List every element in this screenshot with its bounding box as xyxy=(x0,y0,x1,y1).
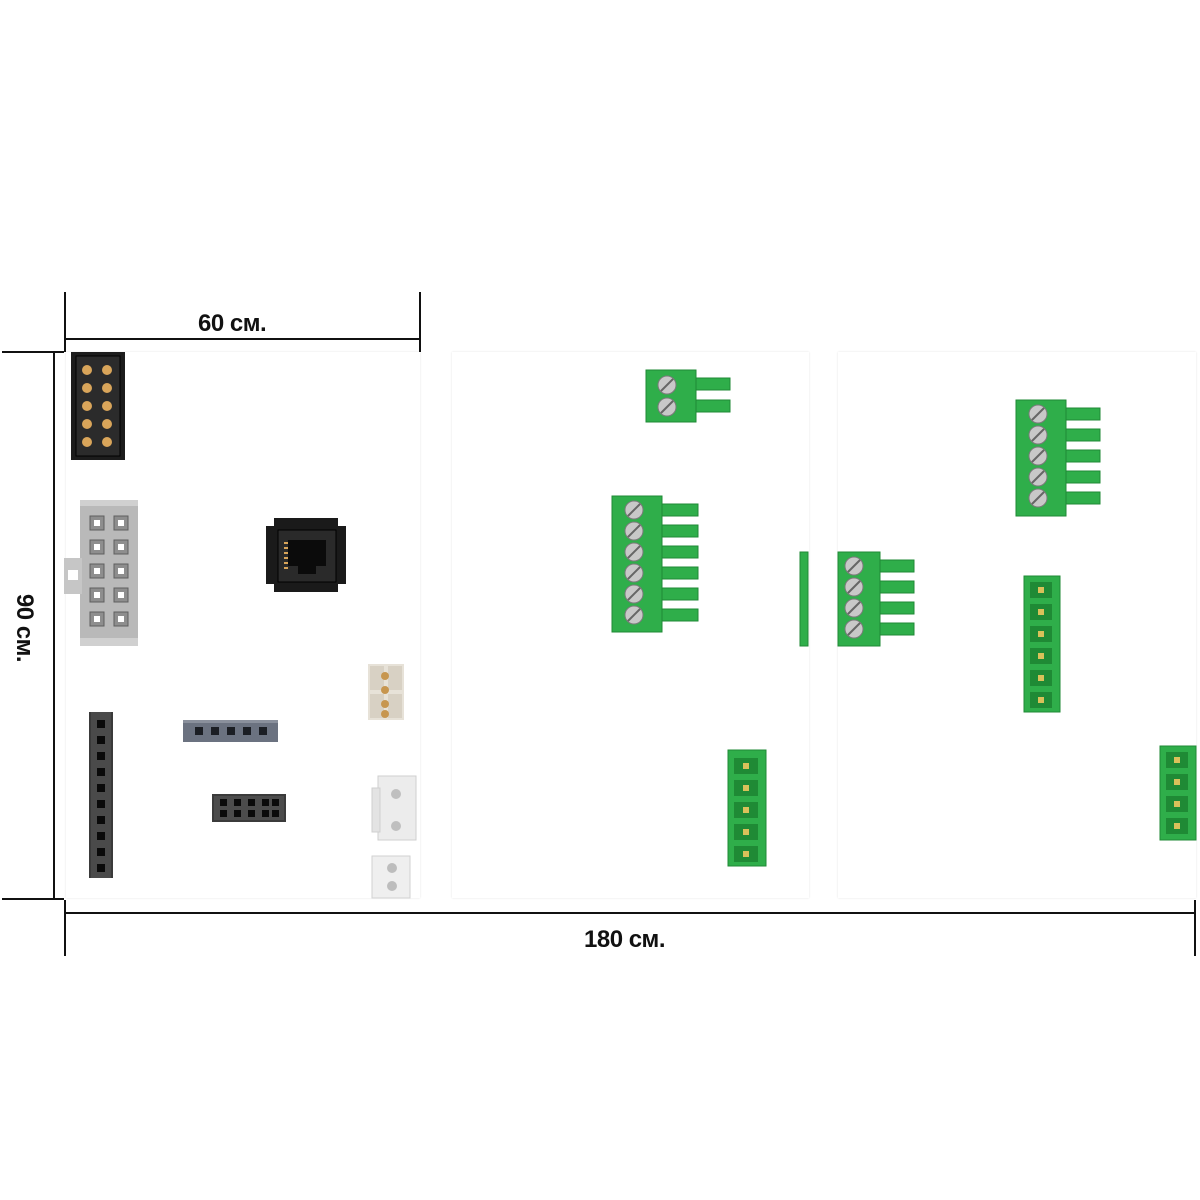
bottom-dimension-tick-right xyxy=(1194,900,1196,956)
bottom-dimension-line xyxy=(64,912,1196,914)
bottom-dimension-label: 180 см. xyxy=(584,926,665,953)
single-row-socket-10-icon xyxy=(89,712,113,878)
white-small-connector-icon xyxy=(371,855,411,899)
green-pluggable-6pin-icon xyxy=(1023,575,1061,713)
top-dimension-line xyxy=(64,338,421,340)
top-dimension-tick-right xyxy=(419,292,421,352)
white-jst-connector-icon xyxy=(371,775,417,841)
green-terminal-2pin-icon xyxy=(645,369,731,423)
bottom-dimension-tick-left xyxy=(64,900,66,956)
green-terminal-5pin-icon xyxy=(1015,399,1101,517)
top-dimension-label: 60 см. xyxy=(198,310,267,337)
left-dimension-tick-bottom xyxy=(2,898,64,900)
left-dimension-label: 90 см. xyxy=(11,593,39,663)
slate-strip-5-icon xyxy=(183,720,278,742)
dual-row-socket-2x5-icon xyxy=(212,794,286,822)
green-edge-strip-icon xyxy=(799,551,809,647)
idc-header-2x5-icon xyxy=(71,352,125,460)
rj11-jack-icon xyxy=(266,518,346,592)
molex-2x5-housing-icon xyxy=(64,500,138,646)
left-dimension-tick-top xyxy=(2,351,64,353)
green-pluggable-4pin-icon xyxy=(1159,745,1197,841)
green-terminal-6pin-icon xyxy=(611,495,699,633)
top-dimension-tick-left xyxy=(64,292,66,352)
green-pluggable-5pin-icon xyxy=(727,749,767,867)
tan-connector-pair-icon xyxy=(368,664,404,720)
left-dimension-line xyxy=(53,352,55,900)
green-terminal-4pin-icon xyxy=(837,551,915,647)
